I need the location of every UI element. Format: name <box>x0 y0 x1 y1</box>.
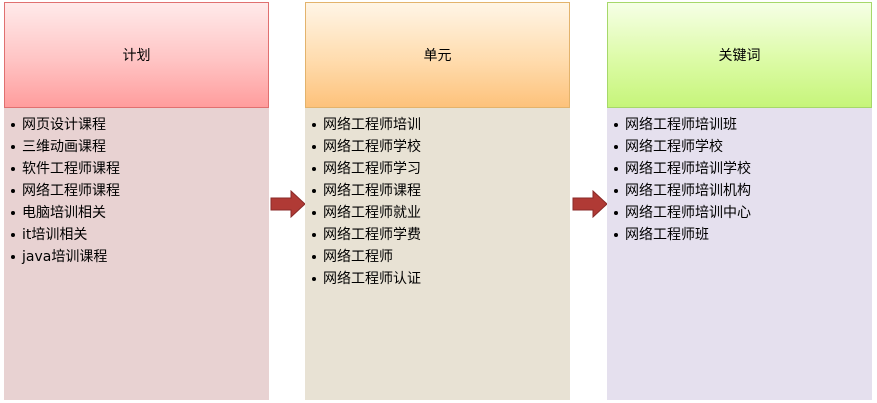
list-item: 网络工程师认证 <box>311 268 570 290</box>
list-item: 网络工程师培训班 <box>613 114 872 136</box>
list-item: it培训相关 <box>10 224 269 246</box>
list-item: 网络工程师学校 <box>613 136 872 158</box>
column-title-plan: 计划 <box>122 48 151 64</box>
list-item: 网络工程师课程 <box>311 180 570 202</box>
arrow-shape <box>572 190 608 218</box>
arrow-shape <box>270 190 306 218</box>
column-title-keyword: 关键词 <box>718 48 761 64</box>
column-plan: 计划 网页设计课程 三维动画课程 软件工程师课程 网络工程师课程 电脑培训相关 … <box>4 2 269 400</box>
list-item: 网页设计课程 <box>10 114 269 136</box>
column-header-unit: 单元 <box>305 2 570 108</box>
item-list-unit: 网络工程师培训 网络工程师学校 网络工程师学习 网络工程师课程 网络工程师就业 … <box>305 108 570 290</box>
column-unit: 单元 网络工程师培训 网络工程师学校 网络工程师学习 网络工程师课程 网络工程师… <box>305 2 570 400</box>
column-title-unit: 单元 <box>423 48 452 64</box>
column-header-plan: 计划 <box>4 2 269 108</box>
item-list-keyword: 网络工程师培训班 网络工程师学校 网络工程师培训学校 网络工程师培训机构 网络工… <box>607 108 872 246</box>
column-body-keyword: 网络工程师培训班 网络工程师学校 网络工程师培训学校 网络工程师培训机构 网络工… <box>607 108 872 400</box>
column-keyword: 关键词 网络工程师培训班 网络工程师学校 网络工程师培训学校 网络工程师培训机构… <box>607 2 872 400</box>
list-item: 网络工程师学校 <box>311 136 570 158</box>
list-item: 网络工程师就业 <box>311 202 570 224</box>
column-header-keyword: 关键词 <box>607 2 872 108</box>
arrow-right-icon <box>572 190 608 218</box>
list-item: 网络工程师培训 <box>311 114 570 136</box>
list-item: java培训课程 <box>10 246 269 268</box>
list-item: 网络工程师班 <box>613 224 872 246</box>
list-item: 网络工程师培训中心 <box>613 202 872 224</box>
arrow-right-icon <box>270 190 306 218</box>
column-body-unit: 网络工程师培训 网络工程师学校 网络工程师学习 网络工程师课程 网络工程师就业 … <box>305 108 570 400</box>
list-item: 网络工程师 <box>311 246 570 268</box>
list-item: 电脑培训相关 <box>10 202 269 224</box>
item-list-plan: 网页设计课程 三维动画课程 软件工程师课程 网络工程师课程 电脑培训相关 it培… <box>4 108 269 268</box>
list-item: 网络工程师培训机构 <box>613 180 872 202</box>
column-body-plan: 网页设计课程 三维动画课程 软件工程师课程 网络工程师课程 电脑培训相关 it培… <box>4 108 269 400</box>
list-item: 软件工程师课程 <box>10 158 269 180</box>
list-item: 网络工程师课程 <box>10 180 269 202</box>
list-item: 网络工程师学费 <box>311 224 570 246</box>
list-item: 三维动画课程 <box>10 136 269 158</box>
list-item: 网络工程师培训学校 <box>613 158 872 180</box>
list-item: 网络工程师学习 <box>311 158 570 180</box>
